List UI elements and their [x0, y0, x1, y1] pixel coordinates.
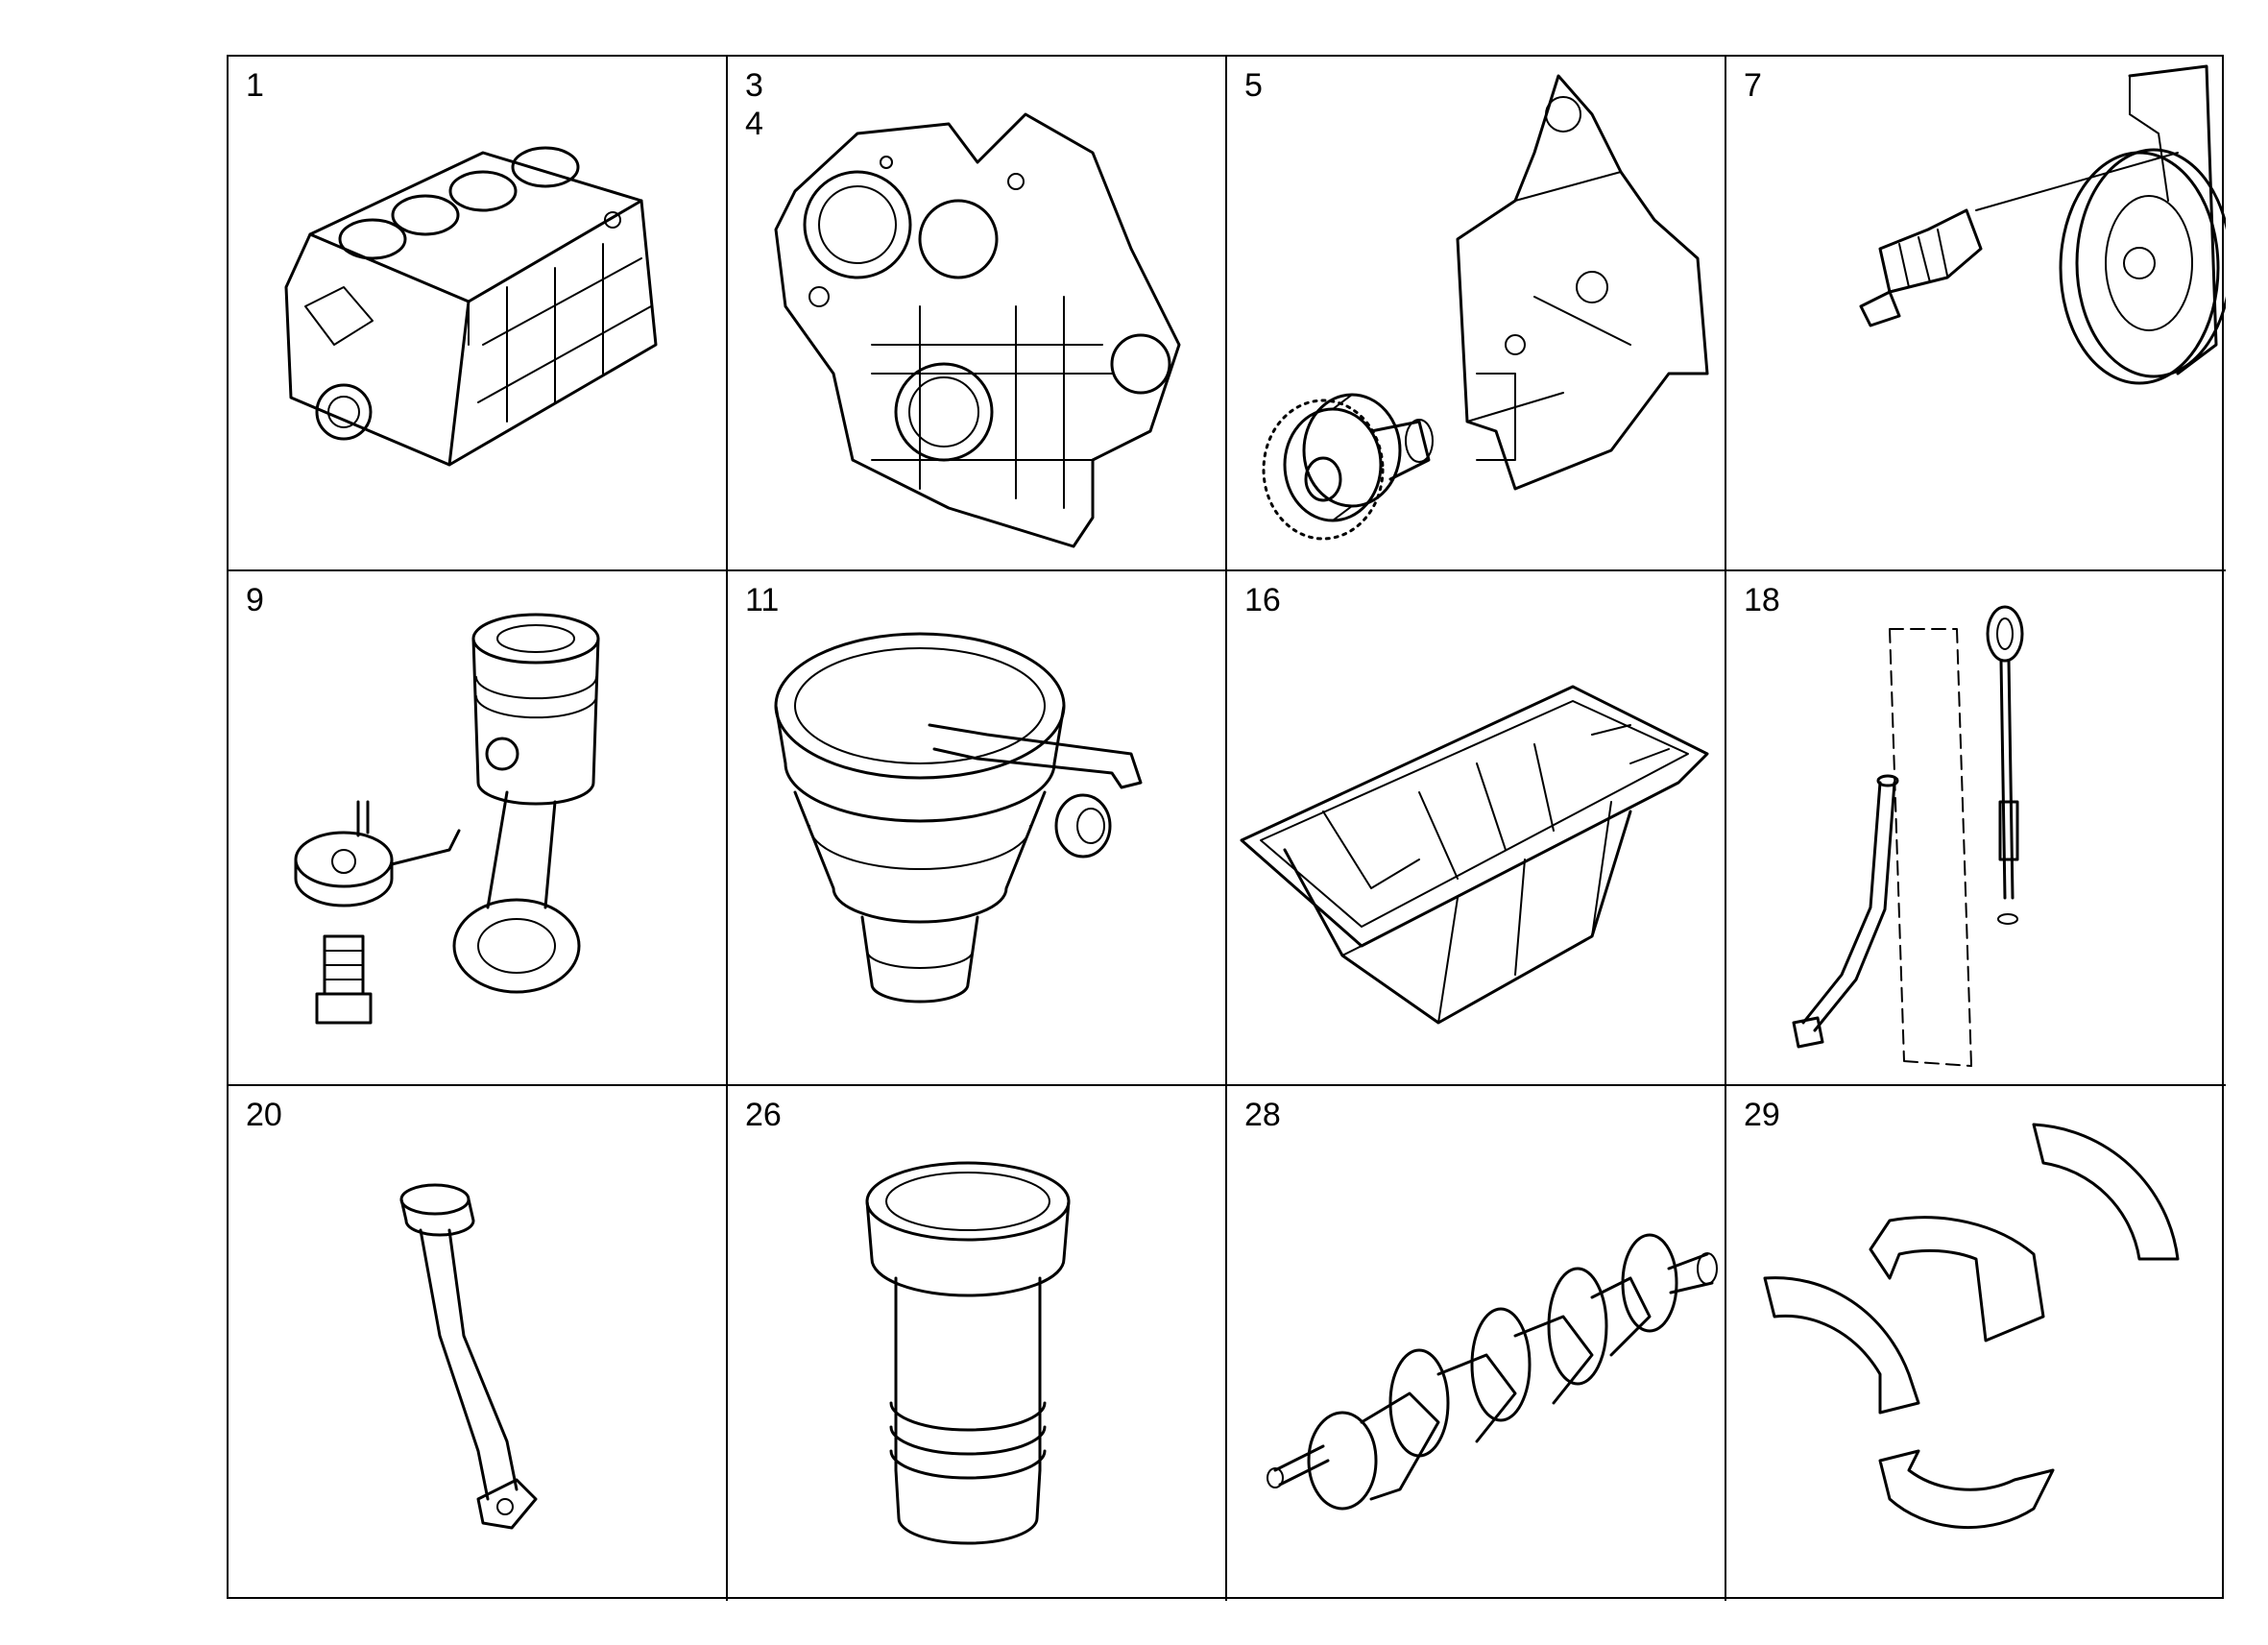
part-number: 26 [745, 1097, 782, 1133]
oil-pan-icon [1240, 685, 1709, 1025]
part-cell-26[interactable]: 26 [728, 1086, 1227, 1601]
part-cell-1[interactable]: 1 [229, 57, 728, 571]
part-number: 5 [1244, 67, 1263, 104]
part-cell-16[interactable]: 16 [1227, 571, 1726, 1086]
part-number: 3 4 [745, 67, 763, 142]
part-cell-9[interactable]: 9 [229, 571, 728, 1086]
part-number: 18 [1744, 582, 1780, 618]
part-number: 28 [1244, 1097, 1281, 1133]
bearing-shells-icon [1763, 1123, 2180, 1530]
flywheel-sensor-icon [1859, 64, 2226, 385]
part-cell-28[interactable]: 28 [1227, 1086, 1726, 1601]
part-number: 16 [1244, 582, 1281, 618]
part-cell-5[interactable]: 5 [1227, 57, 1726, 571]
part-cell-3-4[interactable]: 3 4 [728, 57, 1227, 571]
oil-separator-icon [774, 632, 1143, 1004]
part-cell-18[interactable]: 18 [1726, 571, 2226, 1086]
piston-connecting-rod-icon [294, 613, 600, 1025]
oil-filler-pipe-icon [399, 1183, 538, 1530]
idler-gear-icon [1262, 74, 1709, 541]
dipstick-icon [1792, 605, 2024, 1067]
part-number: 7 [1744, 67, 1762, 104]
part-cell-7[interactable]: 7 [1726, 57, 2226, 571]
part-number: 9 [246, 582, 264, 618]
cylinder-liner-icon [865, 1161, 1071, 1545]
crankshaft-icon [1267, 1233, 1718, 1511]
part-number: 11 [745, 582, 780, 618]
part-cell-11[interactable]: 11 [728, 571, 1227, 1086]
part-cell-20[interactable]: 20 [229, 1086, 728, 1601]
parts-grid: 1 3 4 [227, 55, 2226, 1601]
cylinder-block-icon [284, 146, 658, 467]
part-cell-29[interactable]: 29 [1726, 1086, 2226, 1601]
timing-gear-case-icon [774, 112, 1181, 548]
part-number: 20 [246, 1097, 282, 1133]
part-number: 29 [1744, 1097, 1780, 1133]
part-number: 1 [246, 67, 264, 104]
